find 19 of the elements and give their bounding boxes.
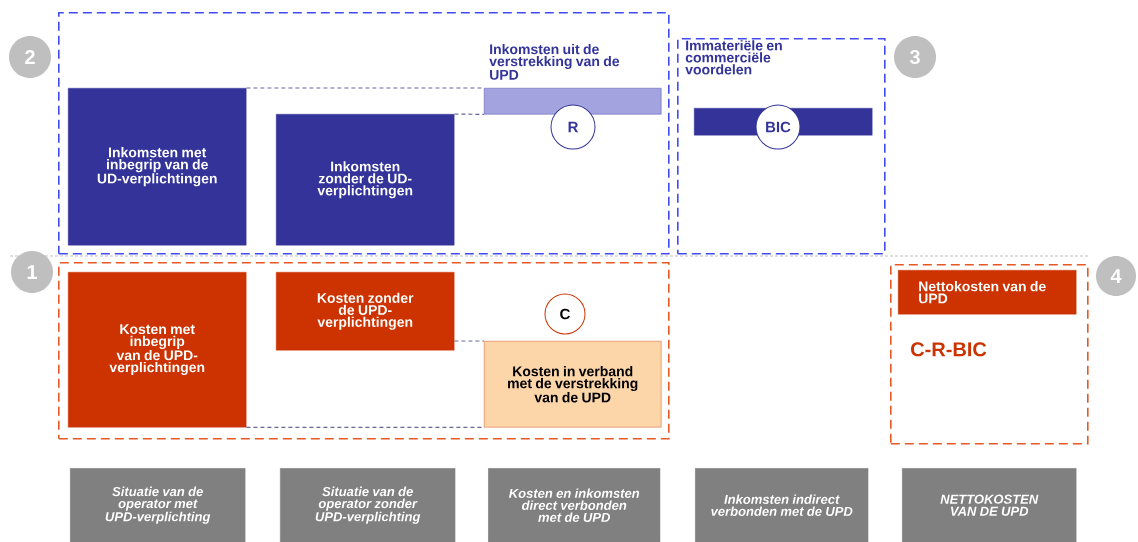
group-heading: Immateriële en commerciële voordelen	[685, 40, 782, 75]
connector-line	[453, 113, 485, 115]
filled-box: Kosten zonder de UPD-verplichtingen	[276, 272, 455, 351]
category-box: Kosten en inkomsten direct verbonden met de UPD	[488, 468, 661, 542]
heading-box: Nettokosten van de UPD	[898, 270, 1077, 315]
filled-box: Kosten met inbegrip van de UPD-verplichtingen	[68, 272, 247, 428]
category-box: NETTOKOSTEN VAN DE UPD	[902, 468, 1077, 542]
filled-box: Inkomsten met inbegrip van de UD-verplichtingen	[68, 88, 247, 246]
dashed-group-box	[58, 262, 670, 440]
category-box: Inkomsten indirect verbonden met de UPD	[695, 468, 869, 542]
category-box: Situatie van de operator met UPD-verplichting	[70, 468, 246, 542]
dashed-group-box	[58, 12, 670, 255]
filled-box: Kosten in verband met de verstrekking van de UPD	[484, 341, 662, 428]
bar-heading: Inkomsten uit de verstrekking van de UPD	[489, 43, 620, 80]
formula-text: C-R-BIC	[911, 342, 987, 357]
connector-line	[453, 340, 485, 342]
filled-box: Inkomsten zonder de UD-verplichtingen	[276, 114, 455, 246]
category-box: Situatie van de operator zonder UPD-verplichting	[280, 468, 456, 542]
dashed-group-box	[890, 264, 1089, 445]
